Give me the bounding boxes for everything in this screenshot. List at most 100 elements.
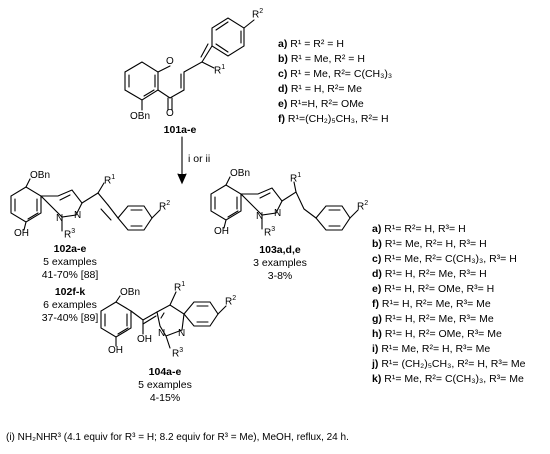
compound-104-yield: 4-15%: [149, 392, 181, 404]
table-row: g) R¹= H, R²= Me, R³= Me: [372, 313, 494, 325]
phenyl-ring-102-inner: [130, 209, 143, 227]
alkyl-103: [281, 191, 317, 219]
aryl-ring-103-inner: [214, 196, 239, 218]
benzo-ring-101: [124, 61, 159, 101]
table-row: k) R¹= Me, R²= C(CH₃)₃, R³= Me: [372, 373, 524, 385]
list-item: d) R¹ = H, R²= Me: [278, 83, 363, 95]
atom-n2-103: N: [274, 208, 282, 219]
atom-n2-102: N: [74, 210, 82, 221]
atom-r1-103: R1: [290, 172, 302, 185]
atom-obn-101: OBn: [130, 111, 151, 122]
obn-bond-104: [115, 295, 121, 303]
atom-oh-103: OH: [214, 226, 229, 237]
r1-bond-104: [169, 291, 177, 306]
table-row: d) R¹= H, R²= Me, R³= H: [372, 268, 487, 280]
r1-bond-102: [97, 182, 105, 194]
atom-r2-104: R2: [225, 295, 237, 308]
r2-bond-104: [217, 305, 227, 315]
compound-102-yield: 41-70% [88]: [41, 269, 99, 281]
table-row: j) R¹= (CH₂)₅CH₃, R²= H, R³= Me: [372, 358, 526, 370]
compound-102fk-label: 102f-k: [54, 286, 86, 298]
alkenyl-102-double: [100, 204, 119, 221]
list-item: c) R¹ = Me, R²= C(CH₃)₃: [278, 68, 393, 80]
table-row: h) R¹= H, R²= OMe, R³= Me: [372, 328, 502, 340]
atom-r3-104: R3: [172, 347, 184, 360]
r2-bond-101: [243, 19, 255, 29]
table-row: b) R¹= Me, R²= H, R³= H: [372, 238, 487, 250]
reaction-arrow: [177, 136, 187, 185]
vinyl-101: [183, 45, 213, 73]
atom-r2-102: R2: [159, 200, 171, 213]
atom-n1-103: N: [256, 211, 264, 222]
r1-bond-103: [293, 181, 297, 193]
compound-102fk-yield: 37-40% [89]: [41, 312, 99, 324]
list-item: b) R¹ = Me, R² = H: [278, 53, 365, 65]
pyrazoline-104-double: [160, 312, 165, 319]
compound-102-structure: [10, 178, 161, 232]
r1-bond-101: [201, 61, 215, 69]
compound-103-yield: 3-8%: [267, 270, 293, 282]
phenyl-ring-101: [211, 17, 245, 57]
obn-bond-102: [25, 178, 31, 188]
atom-r1-102: R1: [104, 174, 116, 187]
obn-bond-103: [225, 176, 231, 186]
pyranone-ring-101: [157, 65, 185, 99]
atom-r1-101: R1: [214, 64, 226, 77]
compound-101-label: 101a-e: [163, 124, 197, 136]
compound-103-structure: [210, 176, 359, 231]
oh-bond-103: [223, 219, 227, 229]
atom-r1-104: R1: [174, 281, 186, 294]
carbonyl-101: [167, 97, 173, 111]
enol-104: [130, 310, 158, 321]
phenyl-ring-104-inner: [196, 305, 209, 323]
table-row: e) R¹= H, R²= OMe, R³= H: [372, 283, 495, 295]
compound-102-label: 102a-e: [53, 243, 87, 255]
list-item: e) R¹=H, R²= OMe: [278, 98, 364, 110]
atom-r3-103: R3: [264, 226, 276, 239]
pyrazole-103-double: [259, 192, 271, 199]
arrow-label: i or ii: [188, 153, 211, 165]
atom-oh-102: OH: [14, 228, 29, 239]
compound-103-examples: 3 examples: [253, 257, 307, 269]
list-item: f) R¹=(CH₂)₅CH₃, R²= H: [278, 113, 389, 125]
alkenyl-102: [81, 192, 109, 206]
compound-101-structure: [124, 17, 255, 111]
aryl-ring-102-inner: [14, 198, 39, 220]
r2-bond-103: [349, 209, 359, 219]
compound-104-structure: [100, 291, 227, 349]
compound-104-label: 104a-e: [148, 366, 182, 378]
atom-r2-103: R2: [357, 200, 369, 213]
atom-r2-101: R2: [252, 8, 264, 21]
compound-103-label: 103a,d,e: [259, 244, 301, 256]
atom-r3-102: R3: [64, 228, 76, 241]
table-row: a) R¹= R²= H, R³= H: [372, 223, 466, 235]
atom-n2-104: N: [178, 328, 186, 339]
table-row: f) R¹= H, R²= Me, R³= Me: [372, 298, 491, 310]
phenyl-ring-103-inner: [328, 209, 341, 227]
atom-o-keto-101: O: [166, 108, 174, 119]
atom-obn-104: OBn: [120, 287, 141, 298]
n-r3-bond-104: [165, 335, 171, 349]
aryl-ring-104-inner: [104, 313, 129, 335]
atom-n1-102: N: [56, 213, 64, 224]
oh-bond-102: [23, 221, 27, 231]
compound-104-examples: 5 examples: [138, 379, 192, 391]
compound-102-examples: 5 examples: [43, 256, 97, 268]
atom-obn-103: OBn: [230, 168, 251, 179]
atom-o-ring-101: O: [166, 56, 174, 67]
enol-104-double: [142, 315, 157, 325]
table-row: c) R¹= Me, R²= C(CH₃)₃, R³= H: [372, 253, 517, 265]
r2-bond-102: [151, 209, 161, 219]
table-row: i) R¹= Me, R²= H, R³= Me: [372, 343, 491, 355]
atom-n1-104: N: [158, 328, 166, 339]
vinyl-101-double: [200, 43, 209, 58]
atom-obn-102: OBn: [30, 170, 51, 181]
compound-102fk-examples: 6 examples: [43, 299, 97, 311]
reaction-conditions-footnote: (i) NH₂NHR³ (4.1 equiv for R³ = H; 8.2 e…: [6, 432, 349, 443]
atom-oh1-104: OH: [108, 345, 123, 356]
pyrazole-102-double: [59, 194, 71, 201]
atom-oh2-104: OH: [137, 334, 152, 345]
list-item: a) R¹ = R² = H: [278, 38, 344, 50]
